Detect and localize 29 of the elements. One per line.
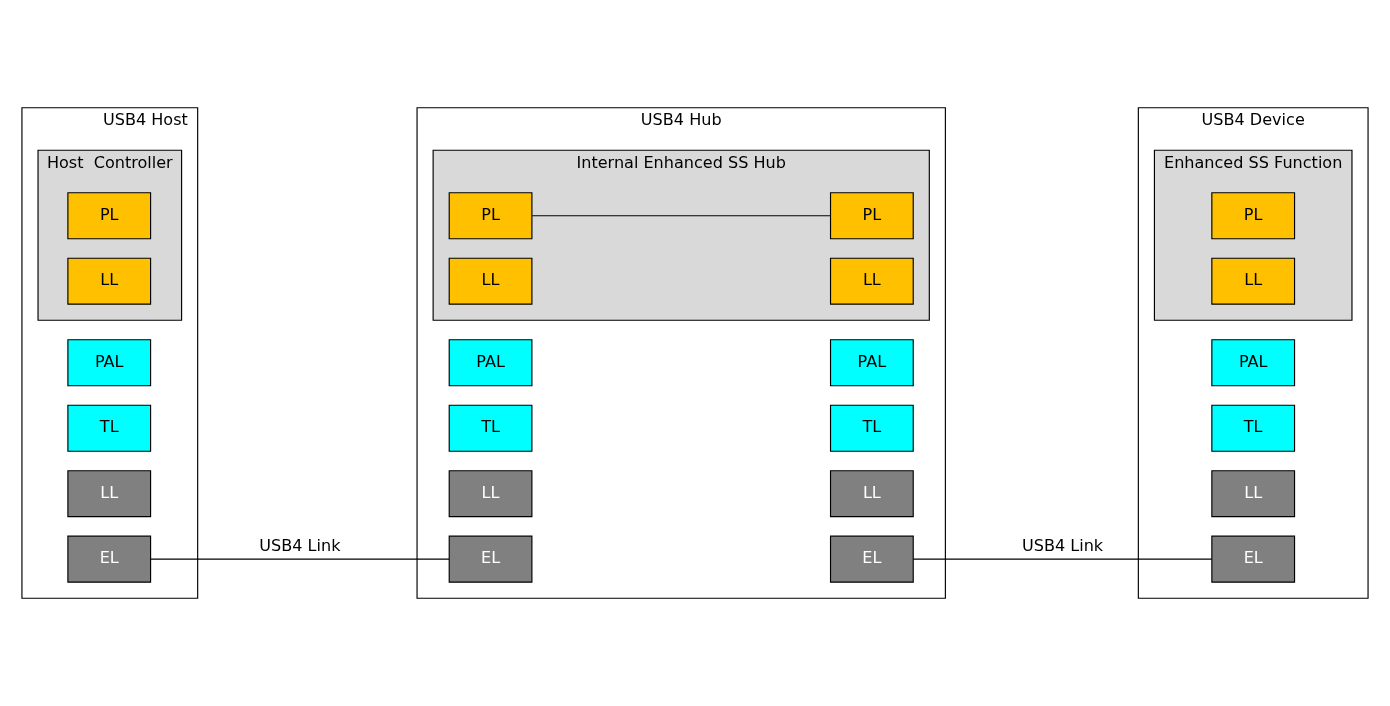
node-box: LL (448, 470, 533, 518)
node-box: TL (1211, 404, 1296, 452)
node-box: PL (1211, 192, 1296, 240)
connector (912, 558, 1213, 560)
node-box: EL (448, 535, 533, 583)
node-box: LL (1211, 470, 1296, 518)
node-box: EL (1211, 535, 1296, 583)
connector (531, 215, 831, 217)
node-box: LL (829, 257, 914, 305)
node-box: PL (829, 192, 914, 240)
node-box: TL (448, 404, 533, 452)
node-box: LL (829, 470, 914, 518)
node-box: PAL (829, 339, 914, 387)
node-box: PL (448, 192, 533, 240)
node-box: PAL (67, 339, 152, 387)
node-box: EL (67, 535, 152, 583)
node-box: LL (67, 470, 152, 518)
node-box: LL (1211, 257, 1296, 305)
connector (150, 558, 450, 560)
node-box: PL (67, 192, 152, 240)
node-box: PAL (1211, 339, 1296, 387)
node-box: LL (448, 257, 533, 305)
edge-label: USB4 Link (1021, 536, 1104, 556)
node-box: LL (67, 257, 152, 305)
node-box: TL (67, 404, 152, 452)
node-box: EL (829, 535, 914, 583)
edge-label: USB4 Link (259, 536, 341, 556)
node-box: PAL (448, 339, 533, 387)
node-box: TL (829, 404, 914, 452)
